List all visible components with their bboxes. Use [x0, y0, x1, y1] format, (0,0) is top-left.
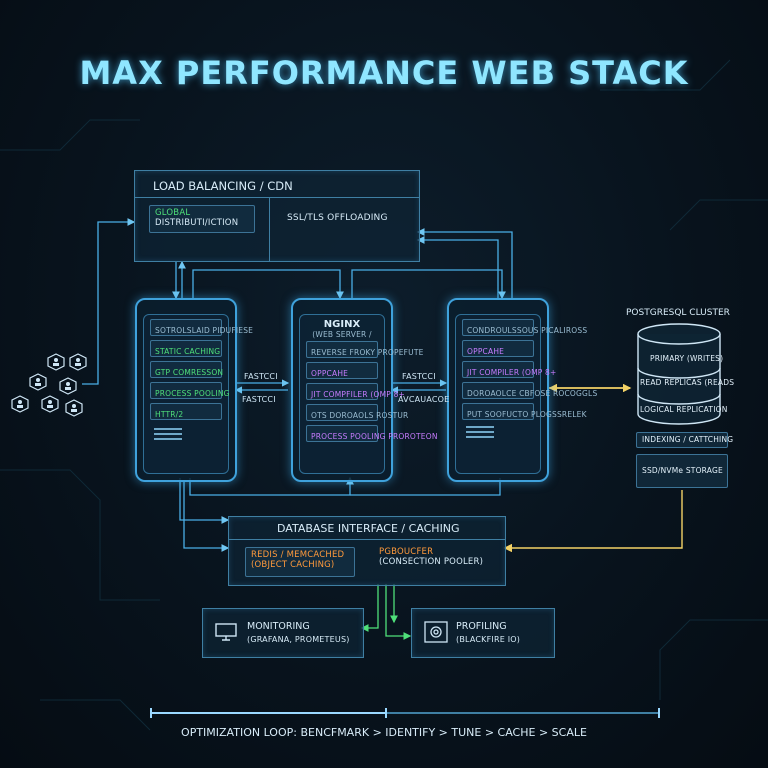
global-distribution-box: GLOBAL DISTRIBUTI/ICTION: [149, 205, 255, 233]
server-right: CONDROULSSOUS PICALIROSS OPPCAHE JIT COM…: [447, 298, 597, 482]
optimization-loop-bar: [150, 708, 660, 718]
server-right-row: CONDROULSSOUS PICALIROSS: [462, 319, 587, 336]
page-title: MAX PERFORMANCE WEB STACK: [79, 54, 689, 92]
database-interface-header: DATABASE INTERFACE / CACHING: [277, 522, 460, 535]
server-left-row: STATIC CACHING: [150, 340, 222, 357]
postgres-layer: LOGICAL REPLICATION: [640, 405, 728, 414]
postgres-layer: READ REPLICAS (READS: [640, 378, 735, 387]
ssl-offloading-label: SSL/TLS OFFLOADING: [287, 213, 388, 223]
users-icon: [10, 352, 90, 418]
nginx-row: REVERSE FROKY PROPEFUTE: [306, 341, 423, 358]
profiling-gear-icon: [424, 621, 448, 647]
nginx-row: JIT COMPFILER (OMP 8+: [306, 383, 405, 400]
fastcgi-label: AVCAUACOE: [398, 395, 450, 404]
nginx-row: OPPCAHE: [306, 362, 378, 379]
postgres-title: POSTGRESQL CLUSTER: [626, 308, 730, 318]
fastcgi-label: FASTCCI: [402, 372, 436, 381]
monitor-icon: [215, 623, 237, 645]
database-interface-panel: DATABASE INTERFACE / CACHING REDIS / MEM…: [228, 516, 506, 586]
nginx-row: OTS DOROAOLS ROSTUR: [306, 404, 408, 421]
fastcgi-label: FASTCCI: [242, 395, 276, 404]
database-cylinder-icon: [634, 322, 724, 426]
load-balancing-panel: LOAD BALANCING / CDN GLOBAL DISTRIBUTI/I…: [134, 170, 420, 262]
server-left-row: PROCESS POOLING: [150, 382, 229, 399]
server-right-row: DOROAOLCE CBFOSE ROCOGGLS: [462, 382, 597, 399]
server-left: SOTROLSLAID PIDUFIESE STATIC CACHING GTP…: [135, 298, 253, 482]
server-left-row: GTP COMRESSON: [150, 361, 223, 378]
redis-box: REDIS / MEMCACHED (OBJECT CACHING): [245, 547, 355, 577]
nginx-subtitle: (WEB SERVER /: [312, 330, 372, 339]
optimization-loop-caption: OPTIMIZATION LOOP: BENCFMARK > IDENTIFY …: [181, 726, 587, 739]
profiling-panel: PROFILING (BLACKFIRE IO): [411, 608, 555, 658]
postgres-layer: PRIMARY (WRITES): [650, 354, 724, 363]
server-right-row: JIT COMPILER (OMP 8+: [462, 361, 556, 378]
load-balancing-header: LOAD BALANCING / CDN: [153, 179, 293, 193]
indexing-box: INDEXING / CATTCHING: [636, 432, 733, 448]
nginx-row: PROCESS POOLING PROROTEON: [306, 425, 437, 442]
server-nginx: NGINX (WEB SERVER / REVERSE FROKY PROPEF…: [291, 298, 437, 482]
server-right-row: OPPCAHE: [462, 340, 534, 357]
pgbouncer-box: PGBOUCFER (CONSECTION POOLER): [379, 547, 484, 567]
fastcgi-label: FASTCCI: [244, 372, 278, 381]
server-left-row: HTTR/2: [150, 403, 222, 420]
nginx-title: NGINX: [323, 319, 361, 330]
monitoring-panel: MONITORING (GRAFANA, PROMETEUS): [202, 608, 364, 658]
server-right-row: PUT SOOFUCTO PLOGSSRELEK: [462, 403, 587, 420]
storage-box: SSD/NVMe STORAGE: [636, 454, 728, 488]
server-left-row: SOTROLSLAID PIDUFIESE: [150, 319, 253, 336]
